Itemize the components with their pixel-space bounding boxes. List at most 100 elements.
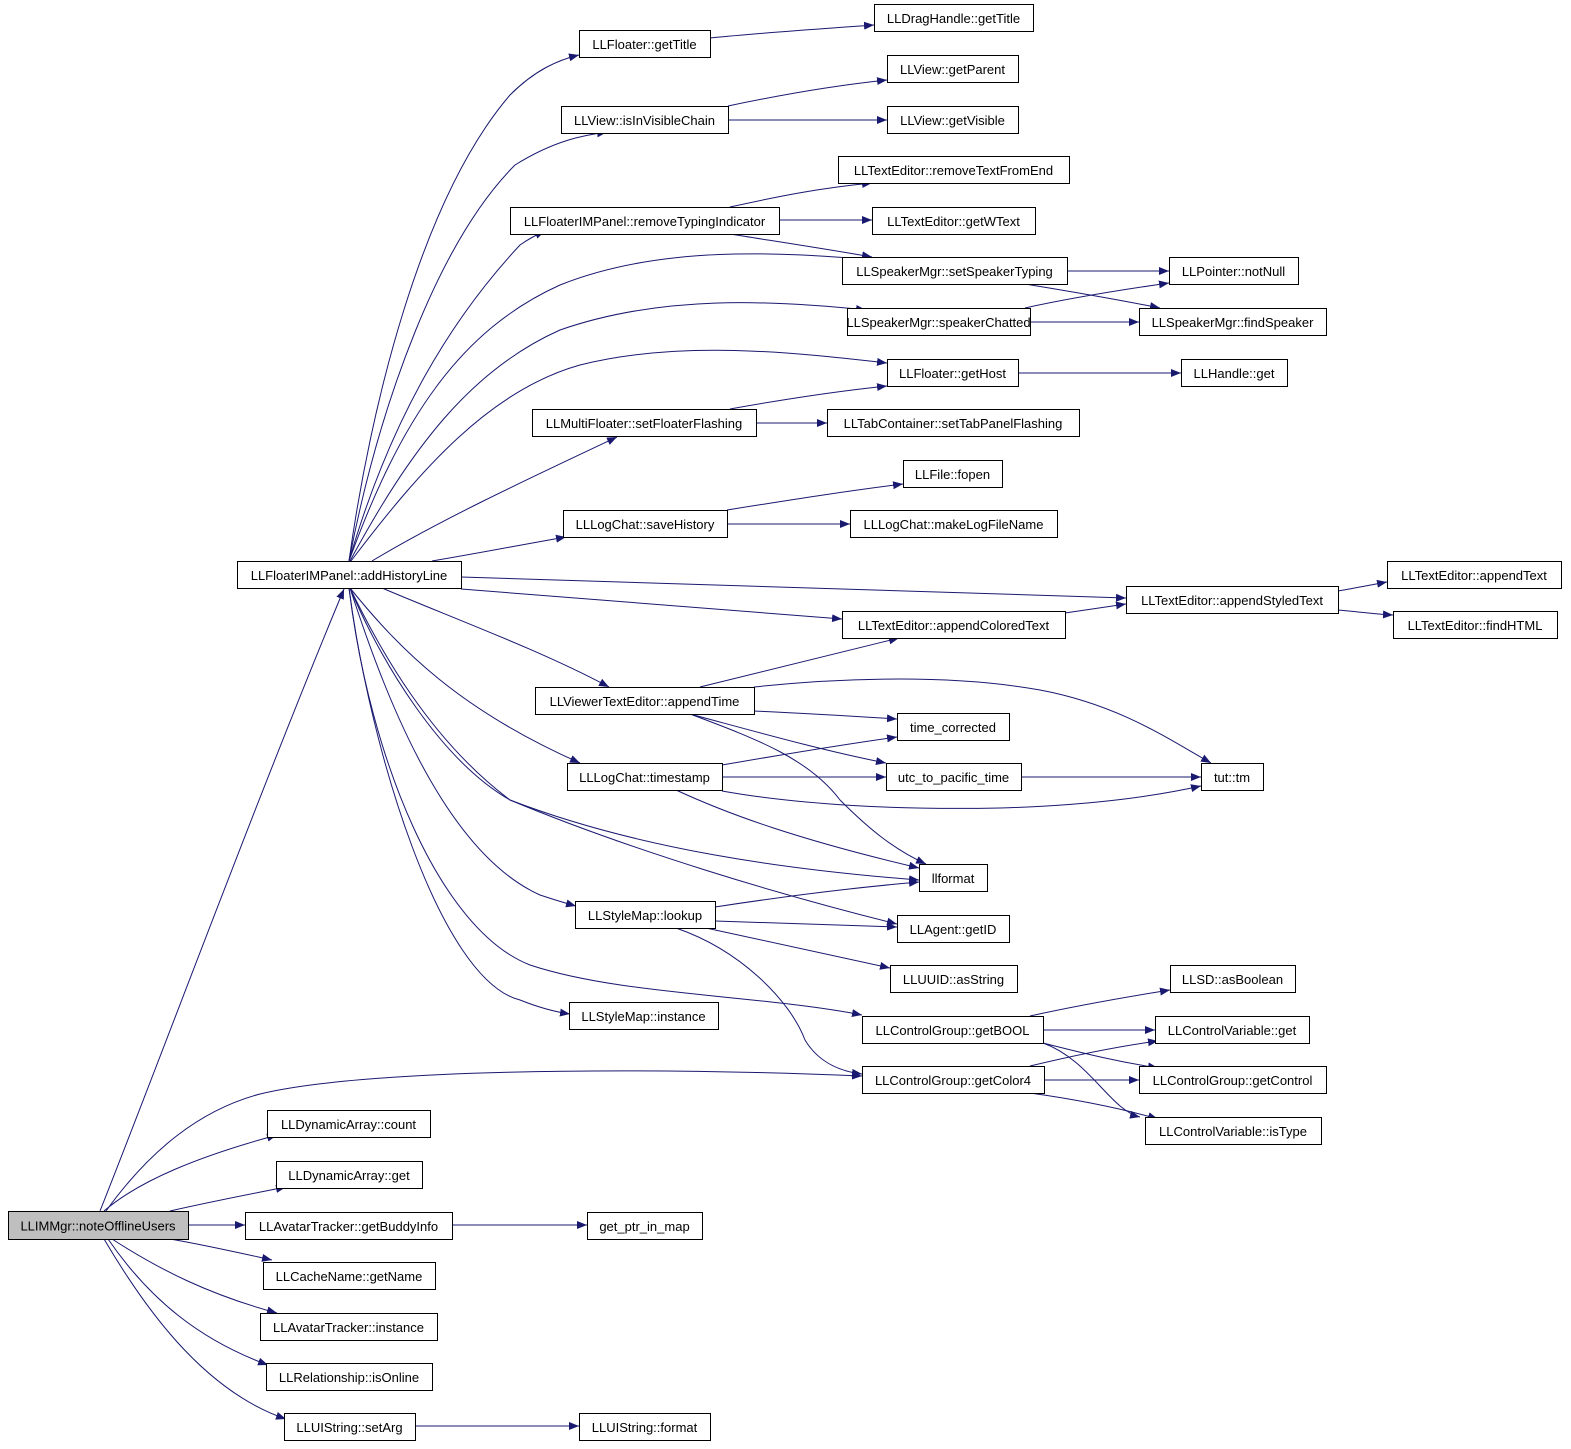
function-node-daget[interactable]: LLDynamicArray::get <box>276 1161 423 1189</box>
call-edge-setspktyping-to-findspk <box>1024 283 1161 310</box>
function-node-notnull[interactable]: LLPointer::notNull <box>1169 257 1299 285</box>
node-label: LLTextEditor::removeTextFromEnd <box>854 163 1053 178</box>
call-edge-appcolored-to-appstyled <box>1064 601 1127 614</box>
call-edge-addhist-to-spkchatted <box>349 302 867 562</box>
node-label: LLStyleMap::lookup <box>588 908 702 923</box>
function-node-getbool[interactable]: LLControlGroup::getBOOL <box>862 1016 1044 1044</box>
function-node-uiformat[interactable]: LLUIString::format <box>579 1413 711 1441</box>
function-node-isvis[interactable]: LLView::isInVisibleChain <box>561 106 729 134</box>
node-box <box>263 1262 436 1290</box>
function-node-spkchatted[interactable]: LLSpeakerMgr::speakerChatted <box>846 308 1031 336</box>
node-box <box>1393 611 1558 639</box>
function-node-fl_gettitle[interactable]: LLFloater::getTitle <box>579 30 711 58</box>
call-edge-setflash-to-gethost <box>729 383 888 410</box>
node-box <box>862 1066 1045 1094</box>
function-node-styleinst[interactable]: LLStyleMap::instance <box>569 1002 719 1030</box>
node-label: LLTextEditor::appendStyledText <box>1141 593 1323 608</box>
call-edge-addhist-to-savehist <box>431 534 567 562</box>
node-label: LLDynamicArray::get <box>288 1168 410 1183</box>
node-box <box>284 1413 416 1441</box>
node-label: LLDragHandle::getTitle <box>887 11 1020 26</box>
node-box <box>1145 1117 1322 1145</box>
function-node-llformat[interactable]: llformat <box>919 864 988 892</box>
node-label: LLCacheName::getName <box>276 1269 423 1284</box>
call-edge-getbool-to-istype <box>1042 1042 1141 1119</box>
function-node-getwtext[interactable]: LLTextEditor::getWText <box>872 207 1036 235</box>
function-node-isonline[interactable]: LLRelationship::isOnline <box>266 1363 433 1391</box>
node-box <box>532 409 757 437</box>
call-edge-notoff-to-cachename <box>169 1238 273 1262</box>
function-node-mklogfn[interactable]: LLLogChat::makeLogFileName <box>850 510 1058 538</box>
node-label: LLUIString::format <box>592 1420 698 1435</box>
node-label: LLRelationship::isOnline <box>279 1370 419 1385</box>
function-node-istype[interactable]: LLControlVariable::isType <box>1145 1117 1322 1145</box>
call-edge-timestamp-to-llformat <box>675 789 920 870</box>
node-box <box>842 257 1068 285</box>
function-node-tuttm[interactable]: tut::tm <box>1201 763 1264 791</box>
call-edge-apptime-to-tuttm <box>753 678 1212 764</box>
node-box <box>1139 308 1327 336</box>
function-node-tabflash[interactable]: LLTabContainer::setTabPanelFlashing <box>827 409 1080 437</box>
node-box <box>887 106 1019 134</box>
call-edge-addhist-to-getbool <box>348 587 863 1018</box>
function-node-appstyled[interactable]: LLTextEditor::appendStyledText <box>1126 586 1339 614</box>
call-edge-appstyled-to-appendtext <box>1337 579 1388 592</box>
node-label: LLTextEditor::appendText <box>1401 568 1547 583</box>
function-node-getcolor4[interactable]: LLControlGroup::getColor4 <box>862 1066 1045 1094</box>
function-node-rmtextend[interactable]: LLTextEditor::removeTextFromEnd <box>838 156 1070 184</box>
function-node-findhtml[interactable]: LLTextEditor::findHTML <box>1393 611 1558 639</box>
call-edge-addhist-to-appcolored <box>460 588 843 623</box>
node-label: time_corrected <box>910 720 996 735</box>
function-node-getid[interactable]: LLAgent::getID <box>897 915 1010 943</box>
node-label: LLPointer::notNull <box>1182 264 1285 279</box>
function-node-dh_gettitle[interactable]: LLDragHandle::getTitle <box>874 4 1034 32</box>
function-node-rmtyping[interactable]: LLFloaterIMPanel::removeTypingIndicator <box>510 207 780 235</box>
call-edge-addhist-to-appstyled <box>460 576 1127 602</box>
function-node-setflash[interactable]: LLMultiFloater::setFloaterFlashing <box>532 409 757 437</box>
function-node-appcolored[interactable]: LLTextEditor::appendColoredText <box>842 611 1066 639</box>
node-label: LLUUID::asString <box>903 972 1004 987</box>
function-node-gethost[interactable]: LLFloater::getHost <box>887 359 1019 387</box>
call-edge-stylelookup-to-llformat <box>714 878 920 908</box>
node-box <box>897 915 1010 943</box>
node-box <box>1139 1066 1327 1094</box>
function-node-getvisible[interactable]: LLView::getVisible <box>887 106 1019 134</box>
function-node-cvget[interactable]: LLControlVariable::get <box>1155 1016 1310 1044</box>
node-box <box>237 561 462 589</box>
function-node-handleget[interactable]: LLHandle::get <box>1181 359 1288 387</box>
function-node-savehist[interactable]: LLLogChat::saveHistory <box>563 510 728 538</box>
function-node-getcontrol[interactable]: LLControlGroup::getControl <box>1139 1066 1327 1094</box>
node-label: LLLogChat::saveHistory <box>576 517 715 532</box>
node-label: LLFloaterIMPanel::removeTypingIndicator <box>524 214 766 229</box>
function-node-dacount[interactable]: LLDynamicArray::count <box>267 1110 431 1138</box>
function-node-utcpac[interactable]: utc_to_pacific_time <box>886 763 1022 791</box>
node-box <box>569 1002 719 1030</box>
node-box <box>1181 359 1288 387</box>
function-node-setarg[interactable]: LLUIString::setArg <box>284 1413 416 1441</box>
function-node-asbool[interactable]: LLSD::asBoolean <box>1170 965 1296 993</box>
call-edge-stylelookup-to-asstring <box>705 927 891 970</box>
node-label: LLControlVariable::isType <box>1159 1124 1307 1139</box>
function-node-atinst[interactable]: LLAvatarTracker::instance <box>260 1313 438 1341</box>
call-edge-notoff-to-addhist <box>99 588 345 1212</box>
function-node-getparent[interactable]: LLView::getParent <box>887 55 1019 83</box>
function-node-timecorr[interactable]: time_corrected <box>897 713 1010 741</box>
function-node-stylelookup[interactable]: LLStyleMap::lookup <box>575 901 716 929</box>
call-edge-notoff-to-daget <box>169 1184 287 1212</box>
node-label: LLIMMgr::noteOfflineUsers <box>20 1219 176 1234</box>
function-node-getptr[interactable]: get_ptr_in_map <box>587 1212 703 1240</box>
function-node-findspk[interactable]: LLSpeakerMgr::findSpeaker <box>1139 308 1327 336</box>
node-box <box>897 713 1010 741</box>
function-node-cachename[interactable]: LLCacheName::getName <box>263 1262 436 1290</box>
function-node-timestamp[interactable]: LLLogChat::timestamp <box>567 763 723 791</box>
function-node-notoff[interactable]: LLIMMgr::noteOfflineUsers <box>8 1211 189 1240</box>
function-node-addhist[interactable]: LLFloaterIMPanel::addHistoryLine <box>237 561 462 589</box>
call-edge-addhist-to-apptime <box>381 587 610 688</box>
call-edge-addhist-to-isvis <box>348 129 608 562</box>
function-node-setspktyping[interactable]: LLSpeakerMgr::setSpeakerTyping <box>842 257 1068 285</box>
function-node-appendtext[interactable]: LLTextEditor::appendText <box>1387 561 1562 589</box>
function-node-apptime[interactable]: LLViewerTextEditor::appendTime <box>535 687 755 715</box>
function-node-buddyinfo[interactable]: LLAvatarTracker::getBuddyInfo <box>245 1212 453 1240</box>
function-node-asstring[interactable]: LLUUID::asString <box>890 965 1018 993</box>
function-node-fopen[interactable]: LLFile::fopen <box>903 460 1003 488</box>
